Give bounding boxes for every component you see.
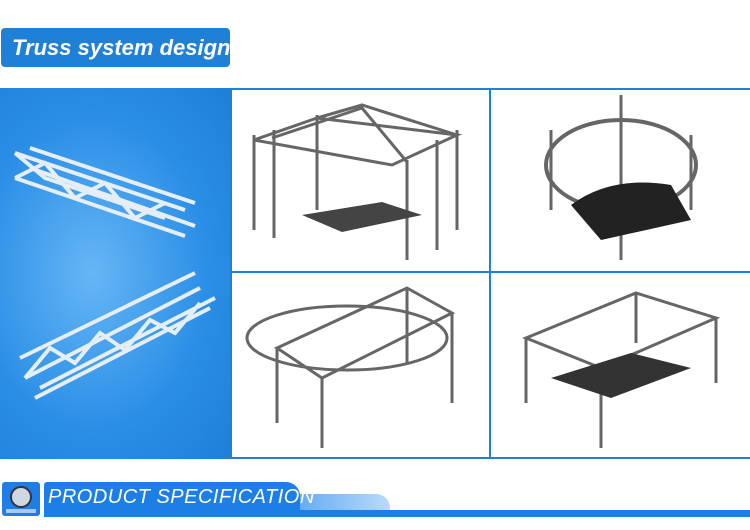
roof-truss-stage-image xyxy=(232,90,489,271)
square-truss-segment-icon xyxy=(13,146,216,400)
banner-underline xyxy=(44,510,750,517)
truss-segments-panel xyxy=(0,88,230,459)
circle-on-square-truss-image xyxy=(232,273,489,457)
globe-logo-icon xyxy=(2,482,40,516)
square-roof-truss-stage-image xyxy=(491,273,750,457)
circular-truss-stage-image xyxy=(491,90,750,271)
banner-tail xyxy=(290,494,390,510)
section-title: Truss system design xyxy=(12,35,231,60)
banner-label: PRODUCT SPECIFICATION xyxy=(48,486,315,508)
section-title-box xyxy=(1,28,230,67)
